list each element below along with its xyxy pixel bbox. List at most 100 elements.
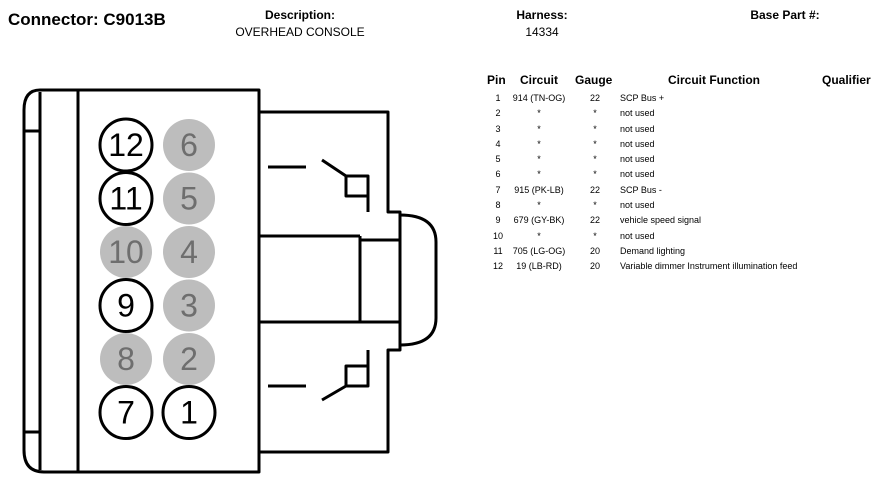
col-head-qualifier: Qualifier bbox=[822, 73, 871, 87]
connector-right-body bbox=[259, 110, 402, 454]
cavity-circle bbox=[98, 385, 154, 440]
pin-number: 11 bbox=[493, 245, 503, 256]
pin-number: 12 bbox=[492, 261, 503, 272]
cavity-3: 3 bbox=[163, 279, 215, 332]
cavity-number: 10 bbox=[108, 234, 144, 270]
cavity-number: 8 bbox=[117, 341, 135, 377]
pin-number: 3 bbox=[495, 123, 501, 134]
housing-outer bbox=[22, 88, 78, 474]
circuit-id: * bbox=[537, 230, 541, 241]
cavity-8: 8 bbox=[100, 333, 152, 385]
base-part-label: Base Part #: bbox=[750, 8, 820, 22]
cavity-grid: 12 6 11 5 10 49 3 8 2 7 1 bbox=[98, 117, 217, 440]
circuit-id: 705 (LG-OG) bbox=[512, 245, 566, 256]
cavity-circle bbox=[98, 171, 154, 226]
wire-gauge: * bbox=[593, 138, 597, 149]
wire-gauge: 20 bbox=[589, 245, 600, 256]
cavity-circle bbox=[163, 279, 215, 332]
circuit-id: * bbox=[537, 200, 541, 211]
cavity-6: 6 bbox=[163, 119, 215, 171]
col-head-circuit: Circuit bbox=[520, 73, 559, 87]
lock-step-bottom bbox=[346, 350, 370, 388]
circuit-function: SCP Bus - bbox=[620, 184, 662, 195]
wire-gauge: 22 bbox=[589, 93, 600, 103]
circuit-id: 915 (PK-LB) bbox=[514, 184, 564, 195]
pin-number: 6 bbox=[495, 169, 501, 180]
circuit-function: Variable dimmer Instrument illumination … bbox=[620, 261, 798, 272]
circuit-function: not used bbox=[620, 123, 655, 134]
cavity-5: 5 bbox=[163, 172, 215, 225]
cavity-number: 3 bbox=[180, 288, 198, 324]
latch bbox=[259, 234, 362, 324]
cavity-circle bbox=[163, 119, 215, 171]
cavity-number: 7 bbox=[117, 395, 135, 431]
cavity-number: 12 bbox=[108, 127, 144, 163]
cavity-circle bbox=[100, 226, 152, 278]
pin-number: 4 bbox=[495, 138, 501, 149]
pin-number: 7 bbox=[495, 184, 501, 195]
circuit-function: not used bbox=[620, 108, 655, 119]
cavity-circle bbox=[100, 333, 152, 385]
connector-body bbox=[76, 88, 261, 474]
pin-number: 10 bbox=[492, 230, 503, 241]
circuit-id: 19 (LB-RD) bbox=[516, 261, 562, 272]
wire-gauge: * bbox=[593, 154, 597, 165]
cavity-7: 7 bbox=[98, 385, 154, 440]
lock-arm-bottom bbox=[321, 364, 368, 402]
circuit-id: * bbox=[537, 154, 541, 165]
cavity-9: 9 bbox=[98, 278, 154, 333]
lock-step-top bbox=[346, 174, 370, 212]
cavity-number: 11 bbox=[109, 181, 142, 217]
cavity-number: 2 bbox=[180, 341, 198, 377]
pin-number: 5 bbox=[495, 154, 501, 165]
cavity-circle bbox=[163, 172, 215, 225]
cavity-11: 11 bbox=[98, 171, 154, 226]
wire-gauge: * bbox=[593, 169, 597, 180]
cavity-1: 1 bbox=[161, 385, 217, 440]
cavity-number: 5 bbox=[180, 181, 198, 217]
wire-gauge: 22 bbox=[589, 215, 600, 226]
circuit-id: * bbox=[537, 108, 541, 119]
pin-number: 9 bbox=[495, 215, 501, 226]
cavity-circle bbox=[98, 278, 154, 333]
harness-value: 14334 bbox=[525, 25, 559, 39]
col-head-function: Circuit Function bbox=[668, 73, 760, 87]
cavity-2: 2 bbox=[163, 333, 215, 385]
description-label: Description: bbox=[264, 8, 335, 22]
circuit-function: not used bbox=[620, 138, 655, 149]
circuit-function: not used bbox=[620, 200, 655, 211]
pin-number: 2 bbox=[495, 108, 501, 119]
circuit-function: SCP Bus + bbox=[620, 93, 665, 103]
wire-gauge: 22 bbox=[589, 184, 600, 195]
circuit-function: Demand lighting bbox=[620, 245, 686, 256]
wire-gauge: * bbox=[593, 108, 597, 119]
circuit-id: * bbox=[537, 123, 541, 134]
wire-gauge: * bbox=[593, 123, 597, 134]
cavity-circle bbox=[163, 226, 215, 278]
cavity-circle bbox=[161, 385, 217, 440]
latch-tab bbox=[399, 213, 438, 347]
circuit-id: * bbox=[537, 138, 541, 149]
circuit-function: vehicle speed signal bbox=[620, 215, 702, 226]
wire-gauge: 20 bbox=[589, 261, 600, 272]
cavity-10: 10 bbox=[100, 226, 152, 278]
cavity-number: 6 bbox=[180, 127, 198, 163]
wire-gauge: * bbox=[593, 200, 597, 211]
lock-arm-top bbox=[321, 158, 368, 198]
cavity-number: 9 bbox=[117, 288, 135, 324]
wire-gauge: * bbox=[593, 230, 597, 241]
cavity-12: 12 bbox=[98, 117, 154, 173]
connector-title: Connector: C9013B bbox=[8, 10, 166, 29]
circuit-id: 914 (TN-OG) bbox=[512, 93, 566, 103]
circuit-id: 679 (GY-BK) bbox=[513, 215, 565, 226]
col-head-pin: Pin bbox=[487, 73, 506, 87]
circuit-function: not used bbox=[620, 154, 655, 165]
cavity-circle bbox=[163, 333, 215, 385]
description-value: OVERHEAD CONSOLE bbox=[235, 25, 365, 39]
cavity-4: 4 bbox=[163, 226, 215, 278]
circuit-function: not used bbox=[620, 169, 655, 180]
cavity-number: 1 bbox=[180, 395, 198, 431]
col-head-gauge: Gauge bbox=[575, 73, 613, 87]
pin-number: 8 bbox=[495, 200, 501, 211]
